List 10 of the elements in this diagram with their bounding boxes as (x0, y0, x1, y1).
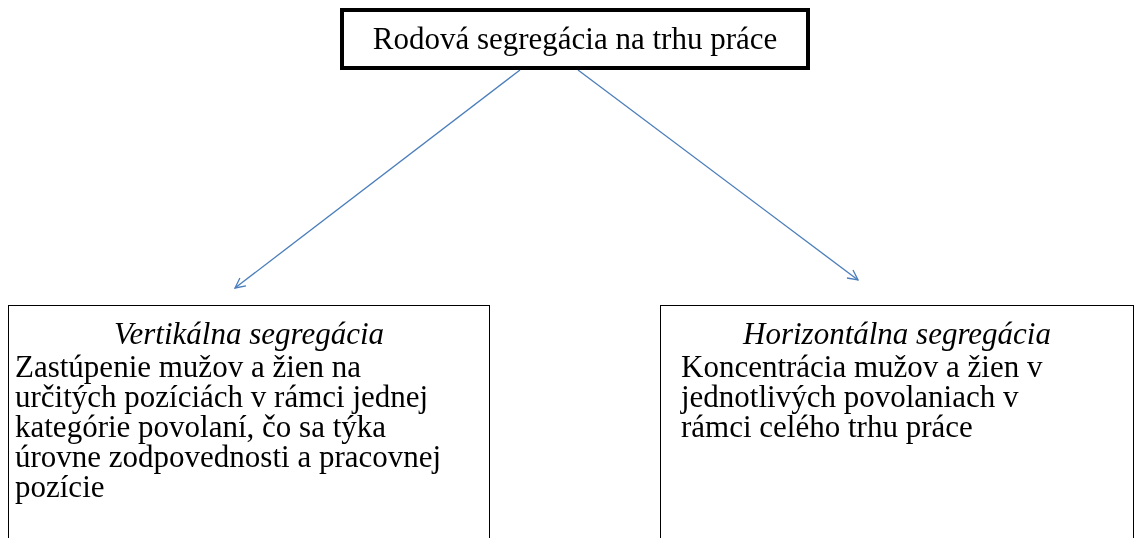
text-box (660, 305, 1134, 538)
text-box (340, 8, 810, 70)
box-description: Zastúpenie mužov a žien na určitých pozíciách v rámci jednej kategórie povolaní, čo sa týka úrovne zodpovednosti a pracovnej pozície (15, 352, 443, 502)
box-title: Rodová segregácia na trhu práce (372, 21, 778, 57)
text-box (8, 305, 490, 538)
box-heading: Horizontálna segregácia (741, 315, 1052, 352)
box-description: Koncentrácia mužov a žien v jednotlivých povolaniach v rámci celého trhu práce (681, 352, 1043, 442)
box-heading: Vertikálna segregácia (112, 315, 385, 352)
arrow (577, 69, 859, 281)
arrow (234, 69, 521, 289)
